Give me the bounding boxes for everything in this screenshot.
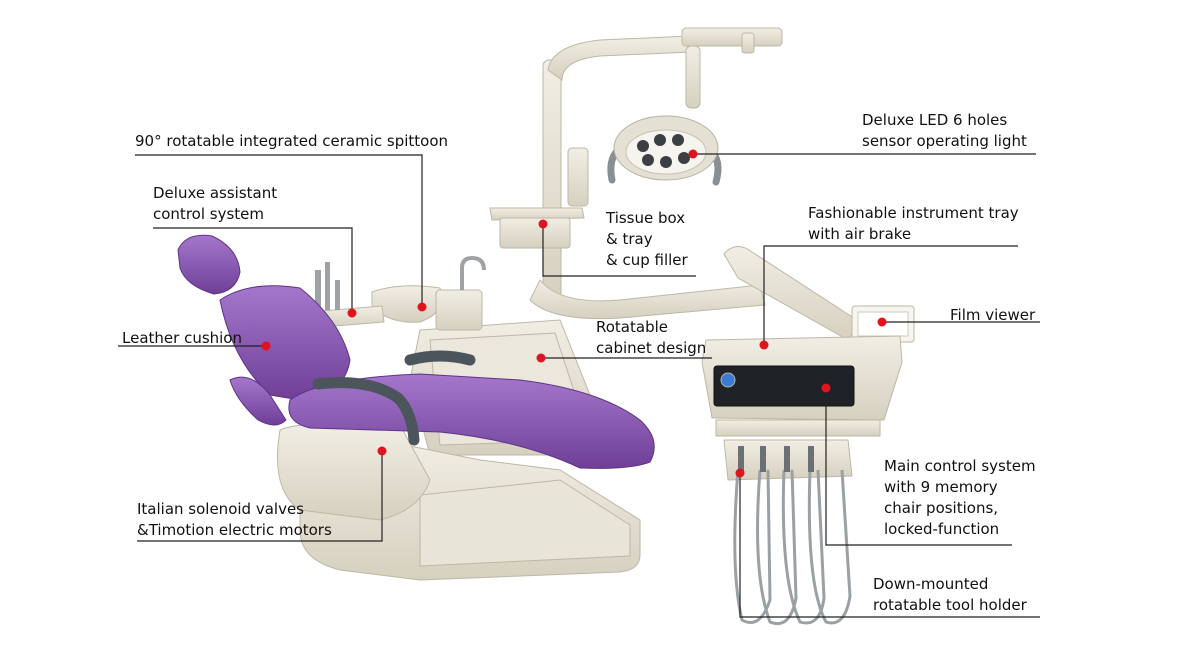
leader-line-holder — [739, 473, 1040, 618]
label-line: control system — [153, 205, 264, 223]
label-line: 90° rotatable integrated ceramic spittoo… — [135, 132, 449, 150]
chair-upholstery — [177, 234, 655, 469]
leader-line-tissue — [542, 224, 696, 277]
leader-line-main — [825, 388, 1012, 546]
label-line: Main control system — [884, 457, 1036, 475]
leader-line-spittoon — [135, 154, 423, 307]
label-line: sensor operating light — [862, 132, 1027, 150]
label-line: Deluxe LED 6 holes — [862, 111, 1008, 129]
label-solenoid-valves: Italian solenoid valves &Timotion electr… — [137, 499, 332, 541]
label-line: Fashionable instrument tray — [808, 204, 1019, 222]
marker-tray — [759, 340, 769, 350]
marker-tissue — [538, 219, 548, 229]
label-spittoon: 90° rotatable integrated ceramic spittoo… — [135, 131, 448, 152]
leader-line-tray — [763, 245, 1018, 345]
marker-light — [688, 149, 698, 159]
label-line: Italian solenoid valves — [137, 500, 304, 518]
marker-leather — [261, 341, 271, 351]
leader-line-assistant — [153, 227, 353, 313]
led-light-head — [607, 115, 722, 186]
marker-valves — [377, 446, 387, 456]
label-tool-holder: Down-mounted rotatable tool holder — [873, 574, 1027, 616]
spittoon-assembly — [309, 255, 486, 331]
label-line: Tissue box — [606, 209, 686, 227]
label-line: Down-mounted — [873, 575, 989, 593]
label-line: chair positions, — [884, 499, 999, 517]
marker-film — [877, 317, 887, 327]
tissue-box-tray — [489, 147, 589, 249]
markers — [261, 149, 887, 478]
dental-unit-illustration — [177, 27, 915, 625]
marker-holder — [735, 468, 745, 478]
label-main-control: Main control system with 9 memory chair … — [884, 456, 1036, 540]
label-film-viewer: Film viewer — [950, 305, 1035, 326]
label-line: cabinet design — [596, 339, 707, 357]
label-led-light: Deluxe LED 6 holes sensor operating ligh… — [862, 110, 1027, 152]
label-line: with 9 memory — [884, 478, 998, 496]
label-line: & tray — [606, 230, 653, 248]
marker-spittoon — [417, 302, 427, 312]
label-instrument-tray: Fashionable instrument tray with air bra… — [808, 203, 1019, 245]
label-line: Deluxe assistant — [153, 184, 278, 202]
armrests — [312, 350, 476, 446]
label-leather-cushion: Leather cushion — [122, 328, 242, 349]
label-line: locked-function — [884, 520, 1000, 538]
chair-base — [277, 422, 641, 581]
label-tissue-box: Tissue box & tray & cup filler — [606, 208, 688, 271]
tool-holder — [723, 439, 853, 625]
label-line: rotatable tool holder — [873, 596, 1027, 614]
label-line: Leather cushion — [122, 329, 242, 347]
label-line: & cup filler — [606, 251, 688, 269]
marker-cabinet — [536, 353, 546, 363]
instrument-tray-unit — [701, 246, 915, 437]
marker-main — [821, 383, 831, 393]
marker-assistant — [347, 308, 357, 318]
leader-lines — [118, 153, 1040, 618]
label-rotatable-cabinet: Rotatable cabinet design — [596, 317, 706, 359]
label-line: Film viewer — [950, 306, 1036, 324]
label-line: with air brake — [808, 225, 912, 243]
leader-line-valves — [137, 451, 383, 542]
label-line: Rotatable — [596, 318, 668, 336]
label-assistant-control: Deluxe assistant control system — [153, 183, 277, 225]
label-line: &Timotion electric motors — [137, 521, 332, 539]
